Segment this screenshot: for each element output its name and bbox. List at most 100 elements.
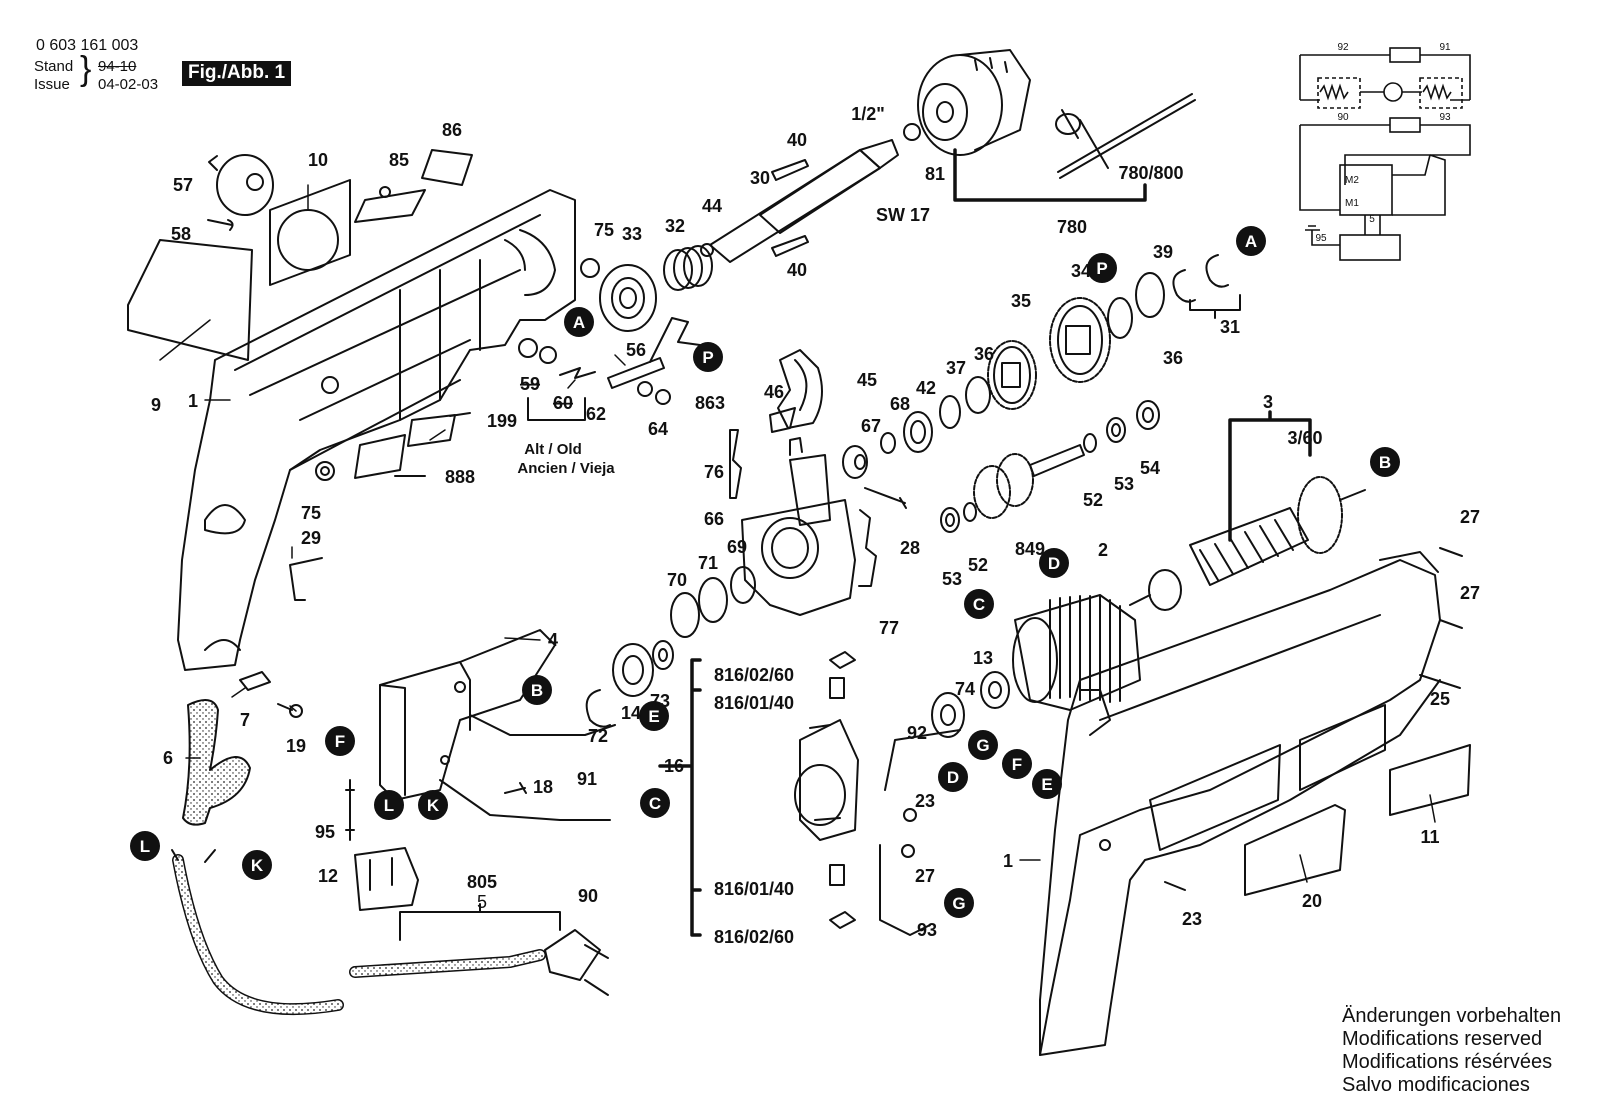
label-27-top: 27 — [1460, 507, 1480, 527]
connector-b1: B — [522, 675, 552, 705]
part-27-screw-a — [901, 844, 915, 858]
label-28: 28 — [900, 538, 920, 558]
label-888: 888 — [445, 467, 475, 487]
connector-letter: C — [649, 794, 661, 813]
connector-dot — [418, 790, 448, 820]
label-27-center: 27 — [915, 866, 935, 886]
part-849-shaft — [973, 444, 1085, 519]
part-34-gear — [1049, 297, 1111, 383]
part-54-bushing — [1136, 400, 1160, 430]
connector-p1: P — [1087, 253, 1117, 283]
label-alt-old: Alt / Old — [524, 441, 582, 458]
part-58-screw — [207, 219, 234, 231]
label-plate-10-circle — [277, 209, 339, 271]
part-74-bushing — [931, 692, 965, 738]
connector-c1: C — [964, 589, 994, 619]
label-39: 39 — [1153, 242, 1173, 262]
label-40-bottom: 40 — [787, 260, 807, 280]
plate-20 — [1244, 804, 1346, 896]
plate-85 — [354, 189, 426, 223]
label-42: 42 — [916, 378, 936, 398]
note-es: Salvo modificaciones — [1342, 1074, 1530, 1096]
label-27-mid: 27 — [1460, 583, 1480, 603]
part-28-screw — [864, 487, 907, 509]
label-71: 71 — [698, 553, 718, 573]
connector-k2: K — [418, 790, 448, 820]
label-67: 67 — [861, 416, 881, 436]
plate-199 — [407, 414, 456, 447]
schematic-label-91: 91 — [1439, 42, 1451, 53]
part-42-needle-bearing — [903, 411, 933, 453]
connector-letter: A — [1245, 232, 1257, 251]
connector-k1: K — [242, 850, 272, 880]
label-57: 57 — [173, 175, 193, 195]
part-40-key-bottom — [771, 235, 809, 257]
bracket-31 — [1189, 294, 1241, 319]
label-93: 93 — [917, 920, 937, 940]
figure-label: Fig./Abb. 1 — [182, 61, 292, 86]
label-92: 92 — [907, 723, 927, 743]
label-199: 199 — [487, 411, 517, 431]
label-780-800: 780/800 — [1118, 163, 1183, 183]
part-70-ring — [670, 592, 700, 638]
label-849: 849 — [1015, 539, 1045, 559]
label-40-top: 40 — [787, 130, 807, 150]
part-7-clip — [239, 671, 271, 691]
part-72-clip — [585, 689, 611, 728]
label-52-b: 52 — [968, 555, 988, 575]
connector-letter: E — [648, 707, 659, 726]
label-34: 34 — [1071, 261, 1091, 281]
part-816-02-60-top — [829, 651, 856, 669]
part-labels: 1 1 2 3 3/60 4 6 7 9 10 11 12 13 14 16 1… — [151, 104, 1480, 947]
label-12: 12 — [318, 866, 338, 886]
label-59: 59 — [520, 374, 540, 394]
label-75-top: 75 — [594, 220, 614, 240]
connector-letter: P — [702, 348, 713, 367]
part-69-ring — [730, 566, 756, 604]
connector-dot — [1236, 226, 1266, 256]
part-76-spring-plate — [729, 429, 742, 499]
connector-p2: P — [693, 342, 723, 372]
label-86: 86 — [442, 120, 462, 140]
connector-f1: F — [1002, 749, 1032, 779]
connector-letter: B — [1379, 453, 1391, 472]
label-58: 58 — [171, 224, 191, 244]
label-780: 780 — [1057, 217, 1087, 237]
modification-notes: Änderungen vorbehalten Modifications res… — [1342, 1005, 1561, 1097]
label-sw17: SW 17 — [876, 205, 930, 225]
label-23-right: 23 — [1182, 909, 1202, 929]
label-74: 74 — [955, 679, 975, 699]
wiring-schematic — [1299, 47, 1471, 261]
connector-dot — [968, 730, 998, 760]
label-37: 37 — [946, 358, 966, 378]
connector-g1: G — [968, 730, 998, 760]
label-35: 35 — [1011, 291, 1031, 311]
label-95: 95 — [315, 822, 335, 842]
part-805-cable — [171, 849, 609, 1016]
connector-l1: L — [130, 831, 160, 861]
part-57-knob — [208, 154, 274, 216]
label-30: 30 — [750, 168, 770, 188]
label-863: 863 — [695, 393, 725, 413]
part-2-field — [1012, 594, 1141, 711]
label-56: 56 — [626, 340, 646, 360]
connector-dot — [944, 888, 974, 918]
part-39-washer — [1135, 272, 1165, 318]
part-27-screw-c — [1439, 619, 1463, 629]
part-31-clip-b — [1205, 254, 1229, 288]
connector-letter: E — [1041, 775, 1052, 794]
connector-f2: F — [325, 726, 355, 756]
label-32: 32 — [665, 216, 685, 236]
issue-label: Issue — [34, 76, 70, 93]
part-93-lead — [879, 844, 931, 936]
part-67-bushing — [842, 445, 868, 479]
part-33-bearing — [599, 264, 657, 332]
label-plate-10 — [269, 179, 351, 286]
label-85: 85 — [389, 150, 409, 170]
connector-letter: C — [973, 595, 985, 614]
label-90: 90 — [578, 886, 598, 906]
part-71-washer — [698, 577, 728, 623]
part-60-clip — [539, 346, 557, 364]
part-816-01-40-bottom — [829, 864, 845, 886]
label-plate-9 — [127, 239, 253, 361]
